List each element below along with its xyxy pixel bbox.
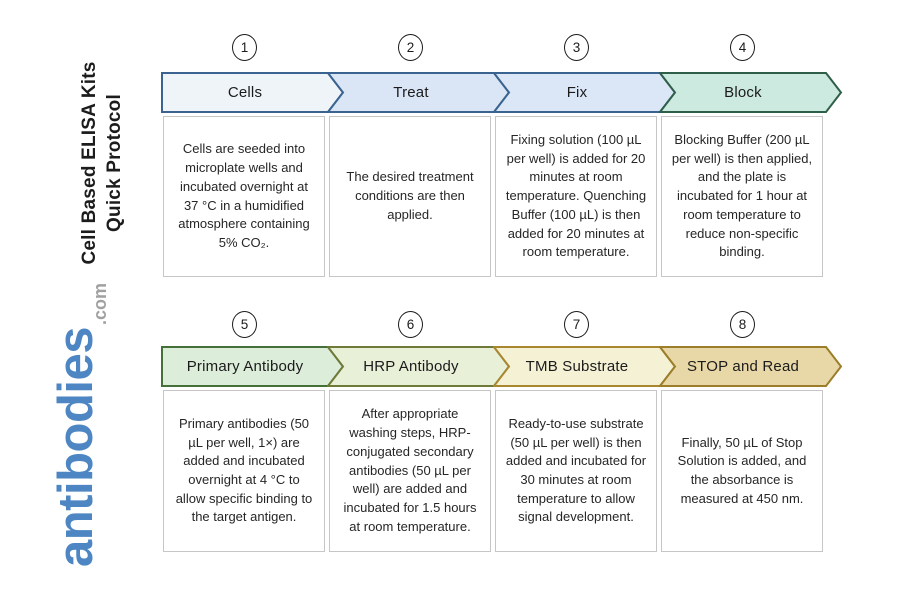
title-line-1: Cell Based ELISA Kits <box>79 61 101 265</box>
antibodies-logo: antibodies .com <box>48 265 128 585</box>
logo-wordmark: antibodies <box>49 327 103 568</box>
step-number: 8 <box>738 317 747 332</box>
step-label: Primary Antibody <box>186 358 304 375</box>
step-label: Cells <box>227 84 263 101</box>
step-description-text: Finally, 50 µL of Stop Solution is added… <box>677 434 807 506</box>
step-description-text: Ready-to-use substrate (50 µL per well) … <box>505 415 647 525</box>
step-number: 1 <box>240 40 249 55</box>
step-number-badge: 3 <box>564 34 589 61</box>
step-number-badge: 5 <box>232 311 257 338</box>
step-arrow-banner <box>659 72 843 113</box>
step-description-box: Ready-to-use substrate (50 µL per well) … <box>495 390 657 552</box>
step-number-badge: 6 <box>398 311 423 338</box>
step-number: 3 <box>572 40 581 55</box>
step-description-box: Cells are seeded into microplate wells a… <box>163 116 325 277</box>
step-label: Treat <box>393 84 429 101</box>
step-label: HRP Antibody <box>363 358 459 375</box>
step-label: Fix <box>566 84 588 101</box>
step-arrow-banner <box>659 346 843 387</box>
step-description-box: Fixing solution (100 µL per well) is add… <box>495 116 657 277</box>
step-number: 2 <box>406 40 415 55</box>
step-description-text: Primary antibodies (50 µL per well, 1×) … <box>175 415 313 525</box>
step-label: TMB Substrate <box>525 358 629 375</box>
step-description-text: Cells are seeded into microplate wells a… <box>178 141 310 250</box>
step-number-badge: 2 <box>398 34 423 61</box>
step-label: Block <box>724 84 762 101</box>
step-number-badge: 4 <box>730 34 755 61</box>
step-number: 4 <box>738 40 747 55</box>
step-number: 6 <box>406 317 415 332</box>
step-number: 7 <box>572 317 581 332</box>
logo-domain-suffix: .com <box>90 282 110 325</box>
step-description-box: After appropriate washing steps, HRP-con… <box>329 390 491 552</box>
step-description-box: Blocking Buffer (200 µL per well) is the… <box>661 116 823 277</box>
step-number-badge: 7 <box>564 311 589 338</box>
step-description-box: Finally, 50 µL of Stop Solution is added… <box>661 390 823 552</box>
step-description-text: After appropriate washing steps, HRP-con… <box>343 406 477 534</box>
arrow-shape <box>659 72 843 113</box>
step-description-box: Primary antibodies (50 µL per well, 1×) … <box>163 390 325 552</box>
step-description-text: Fixing solution (100 µL per well) is add… <box>505 131 647 260</box>
step-description-text: Blocking Buffer (200 µL per well) is the… <box>671 131 813 260</box>
step-description-box: The desired treatment conditions are the… <box>329 116 491 277</box>
step-number-badge: 1 <box>232 34 257 61</box>
step-label: STOP and Read <box>686 358 800 375</box>
page-title: Cell Based ELISA Kits Quick Protocol <box>77 38 129 288</box>
step-description-text: The desired treatment conditions are the… <box>346 169 474 222</box>
arrow-shape <box>659 346 843 387</box>
step-number-badge: 8 <box>730 311 755 338</box>
step-number: 5 <box>240 317 249 332</box>
title-line-2: Quick Protocol <box>104 94 125 232</box>
